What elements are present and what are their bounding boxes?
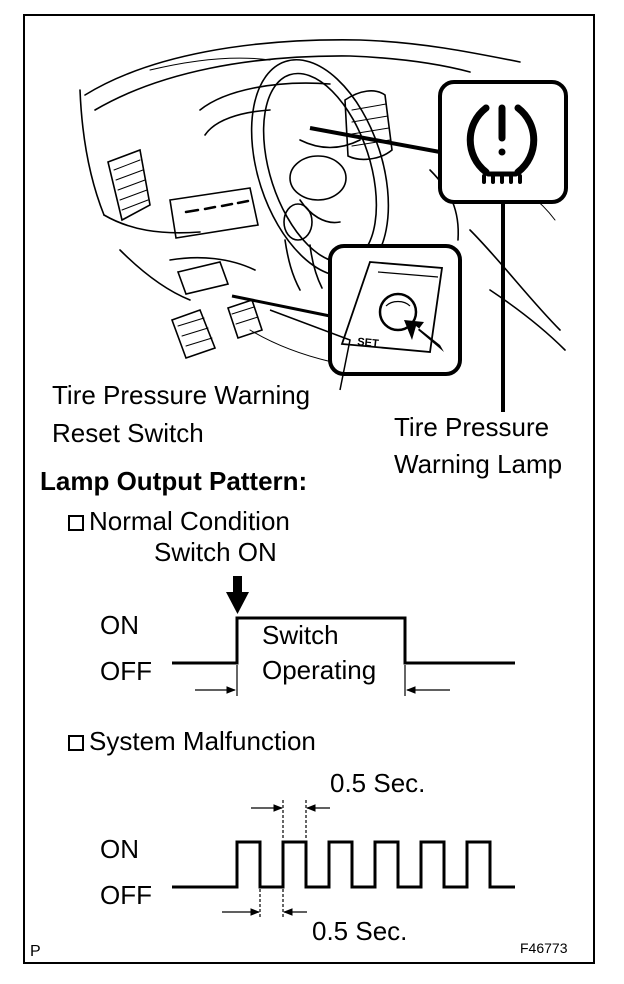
reset-switch-label-line2: Reset Switch <box>52 418 204 448</box>
malfunction-off-label: OFF <box>100 880 152 910</box>
normal-condition-text: Normal Condition <box>89 506 290 536</box>
tire-pressure-warning-icon <box>466 104 538 184</box>
malfunction-on-label: ON <box>100 834 139 864</box>
figure-id: F46773 <box>520 940 568 956</box>
checkbox-icon <box>68 515 84 531</box>
page-code: P <box>30 943 41 960</box>
reset-switch-label-line1: Tire Pressure Warning <box>52 380 311 410</box>
switch-set-text: SET <box>357 336 380 350</box>
normal-on-label: ON <box>100 610 139 640</box>
warning-lamp-label-line2: Warning Lamp <box>394 449 563 479</box>
system-malfunction-title: System Malfunction <box>68 726 316 756</box>
normal-condition-title: Normal Condition <box>68 506 290 536</box>
normal-timing-diagram <box>172 576 515 696</box>
reset-switch-callout <box>328 244 462 376</box>
switch-operating-line1: Switch <box>262 620 339 650</box>
switch-operating-line2: Operating <box>262 655 377 685</box>
warning-lamp-callout <box>438 80 568 204</box>
normal-off-label: OFF <box>100 656 152 686</box>
system-malfunction-text: System Malfunction <box>89 726 316 756</box>
switch-leader-line <box>231 294 331 318</box>
switch-on-label: Switch ON <box>154 537 277 567</box>
pattern-heading: Lamp Output Pattern: <box>40 466 308 496</box>
warning-lamp-label-line1: Tire Pressure <box>394 412 550 442</box>
switch-label-pointer <box>269 309 351 391</box>
pulse-train <box>172 840 515 889</box>
malfunction-timing-diagram <box>172 800 515 918</box>
checkbox-icon <box>68 735 84 751</box>
lamp-leader-line <box>309 126 441 154</box>
top-interval-label: 0.5 Sec. <box>330 768 426 798</box>
bottom-interval-label: 0.5 Sec. <box>312 916 408 946</box>
